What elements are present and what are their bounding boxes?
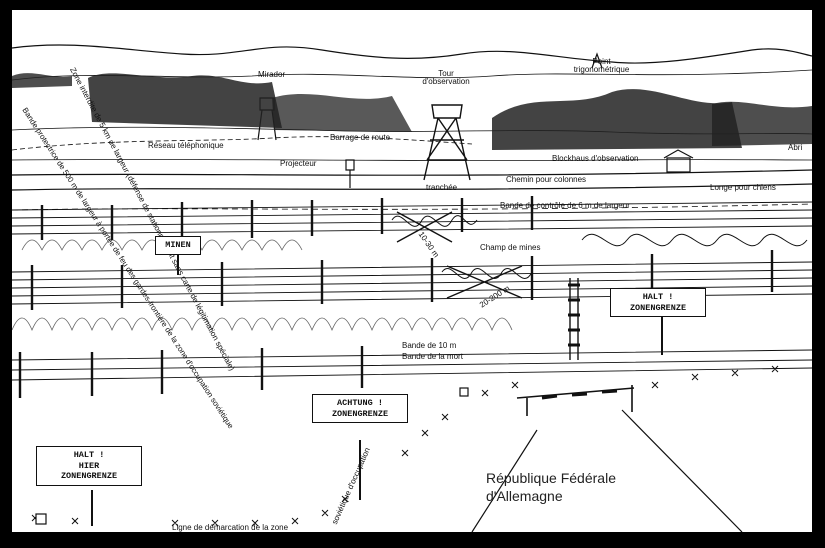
sign-halt-left-line1: HALT ! [73,450,105,460]
blockhaus [663,149,694,173]
label-longe: Longe pour chiens [710,183,776,192]
border-zone-drawing [12,44,812,532]
rfa-line2: d'Allemagne [486,487,563,504]
label-reseau: Réseau téléphonique [148,141,224,150]
forest [12,73,812,150]
label-blockhaus: Blockhaus d'observation [552,154,639,163]
label-chemin: Chemin pour colonnes [506,175,587,184]
observation-tower [423,104,471,181]
sign-achtung-line2: ZONENGRENZE [331,408,389,419]
label-point: Point trigonométrique [573,57,630,74]
fence-posts [18,196,774,398]
illustration-frame: Mirador Tour d'observation Point trigono… [12,10,812,532]
label-ligne: Ligne de démarcation de la zone [172,523,289,532]
rfa-line1: République Fédérale [486,470,616,486]
label-mirador: Mirador [258,70,286,79]
sign-halt-left-line2: HIER [78,460,100,471]
label-abri: Abri [788,143,803,152]
label-tour: Tour d'observation [422,69,470,86]
sign-halt-right-line2: ZONENGRENZE [629,302,687,313]
label-barrage: Barrage de route [330,133,391,142]
label-tranchee: tranchée [426,183,458,192]
sign-minen: MINEN [155,236,201,255]
label-champ: Champ de mines [480,243,541,252]
sign-achtung-line1: ACHTUNG ! [337,398,383,408]
sign-halt-left-line3: ZONENGRENZE [60,471,118,482]
label-bande10: Bande de 10 m [402,341,457,350]
rfa-label: République Fédérale d'Allemagne [486,470,616,505]
label-bande-mort: Bande de la mort [402,352,463,361]
fence-lines [12,201,812,381]
sign-achtung: ACHTUNG ! ZONENGRENZE [312,394,408,424]
sign-halt-right: HALT ! ZONENGRENZE [610,288,706,318]
sign-minen-text: MINEN [165,240,191,250]
hill-ridge [12,44,812,64]
sign-halt-right-line1: HALT ! [642,292,674,302]
label-bande-controle: Bande de contrôle de 6 m de largeur [500,201,630,210]
label-projecteur: Projecteur [280,159,317,168]
sign-halt-left: HALT ! HIER ZONENGRENZE [36,446,142,486]
demarcation-crosses [31,365,779,527]
